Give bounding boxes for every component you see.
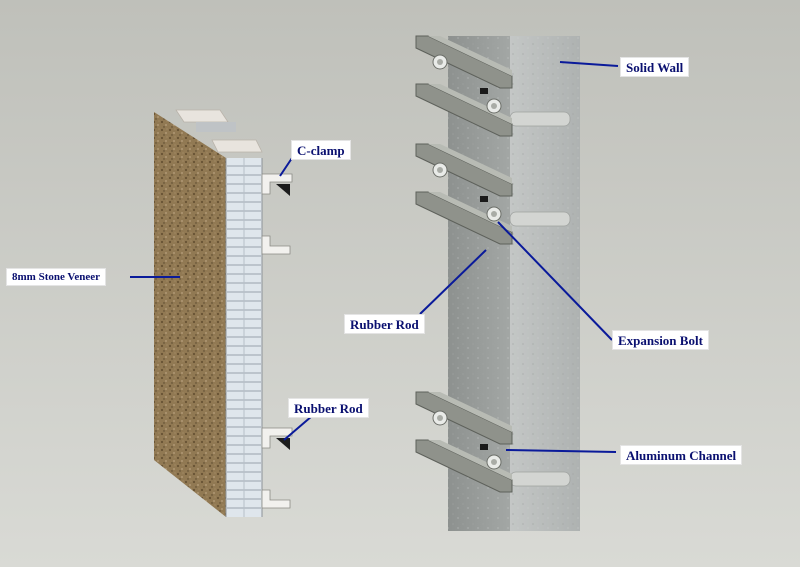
aluminum-channels [415, 35, 513, 493]
aluminum-channel-pair [415, 35, 513, 137]
leader-c-clamp [279, 157, 293, 177]
aluminum-channel-pair [415, 391, 513, 493]
backing-ribs [227, 158, 261, 517]
label-solid-wall: Solid Wall [620, 57, 690, 77]
leader-rubber-rod-right [419, 249, 487, 315]
stone-veneer-panel [154, 109, 293, 517]
leader-rubber-rod-left [283, 415, 313, 441]
leader-lines [130, 61, 619, 453]
panel-top-edge [175, 109, 229, 123]
label-rubber-rod-left: Rubber Rod [288, 398, 369, 418]
stone-face [154, 112, 226, 517]
label-c-clamp: C-clamp [291, 140, 351, 160]
bolt-shafts [509, 111, 571, 487]
bottom-clamp-bracket [261, 489, 291, 509]
rubber-rod-bracket [261, 427, 293, 450]
label-rubber-rod-right: Rubber Rod [344, 314, 425, 334]
label-stone-veneer: 8mm Stone Veneer [6, 268, 106, 286]
leader-solid-wall [559, 61, 619, 67]
leader-expansion-bolt [497, 221, 613, 341]
aluminum-channel-pair [415, 143, 513, 245]
c-clamp-bracket [261, 173, 293, 196]
label-expansion-bolt: Expansion Bolt [612, 330, 709, 350]
label-aluminum-channel: Aluminum Channel [620, 445, 743, 465]
leader-aluminum-channel [505, 449, 617, 453]
lower-clamp-bracket [261, 235, 291, 255]
